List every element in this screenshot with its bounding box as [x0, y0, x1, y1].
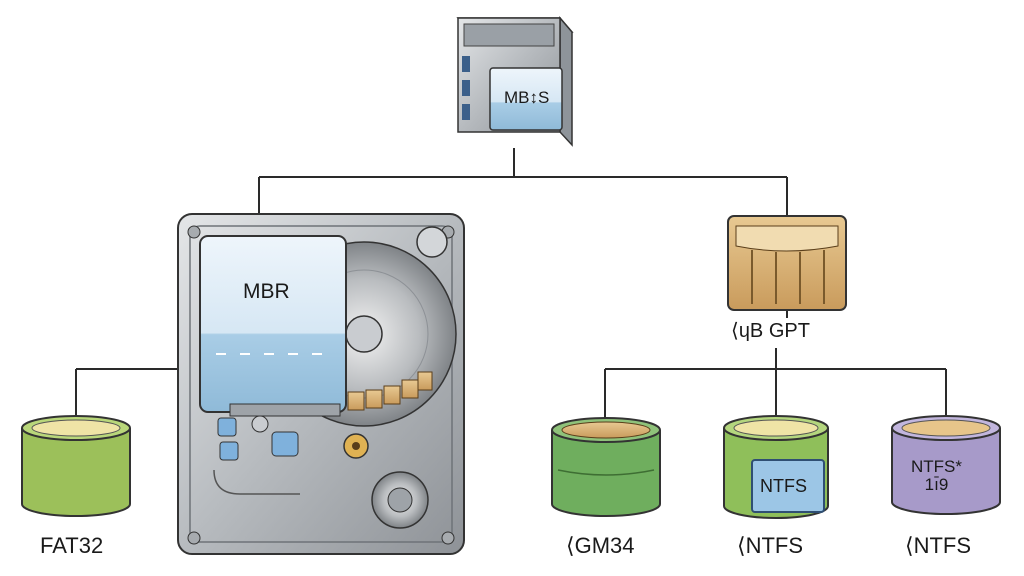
- ntfs-purple-inner-label: NTFS* 1ı̄9: [911, 458, 962, 494]
- mbr-label: MBR: [243, 280, 290, 303]
- ntfs-purple-cylinder: [891, 415, 1001, 515]
- fat32-label: FAT32: [40, 533, 104, 558]
- ntfs-purple-inner-line1: NTFS*: [911, 457, 962, 476]
- top-storage-box: [456, 15, 574, 147]
- ntfs-green-cylinder: [723, 415, 829, 519]
- gpt-block: [727, 215, 847, 311]
- top-box-label: MB↕S: [504, 88, 550, 107]
- gpt-label: ⟨ɥB GPT: [731, 320, 810, 342]
- ntfs-purple-label: ⟨NTFS: [905, 533, 972, 558]
- connector-lines: [75, 148, 947, 420]
- mbr-hard-drive: [177, 213, 465, 555]
- fat32-cylinder: [21, 415, 131, 517]
- drive-actuator-segments: [347, 371, 433, 411]
- ntfs-purple-inner-line2: 1ı̄9: [924, 475, 949, 494]
- gm34-label: ⟨GM34: [566, 533, 635, 558]
- ntfs-green-inner-label: NTFS: [760, 476, 807, 496]
- ntfs-green-label: ⟨NTFS: [737, 533, 804, 558]
- gm34-cylinder: [551, 417, 661, 517]
